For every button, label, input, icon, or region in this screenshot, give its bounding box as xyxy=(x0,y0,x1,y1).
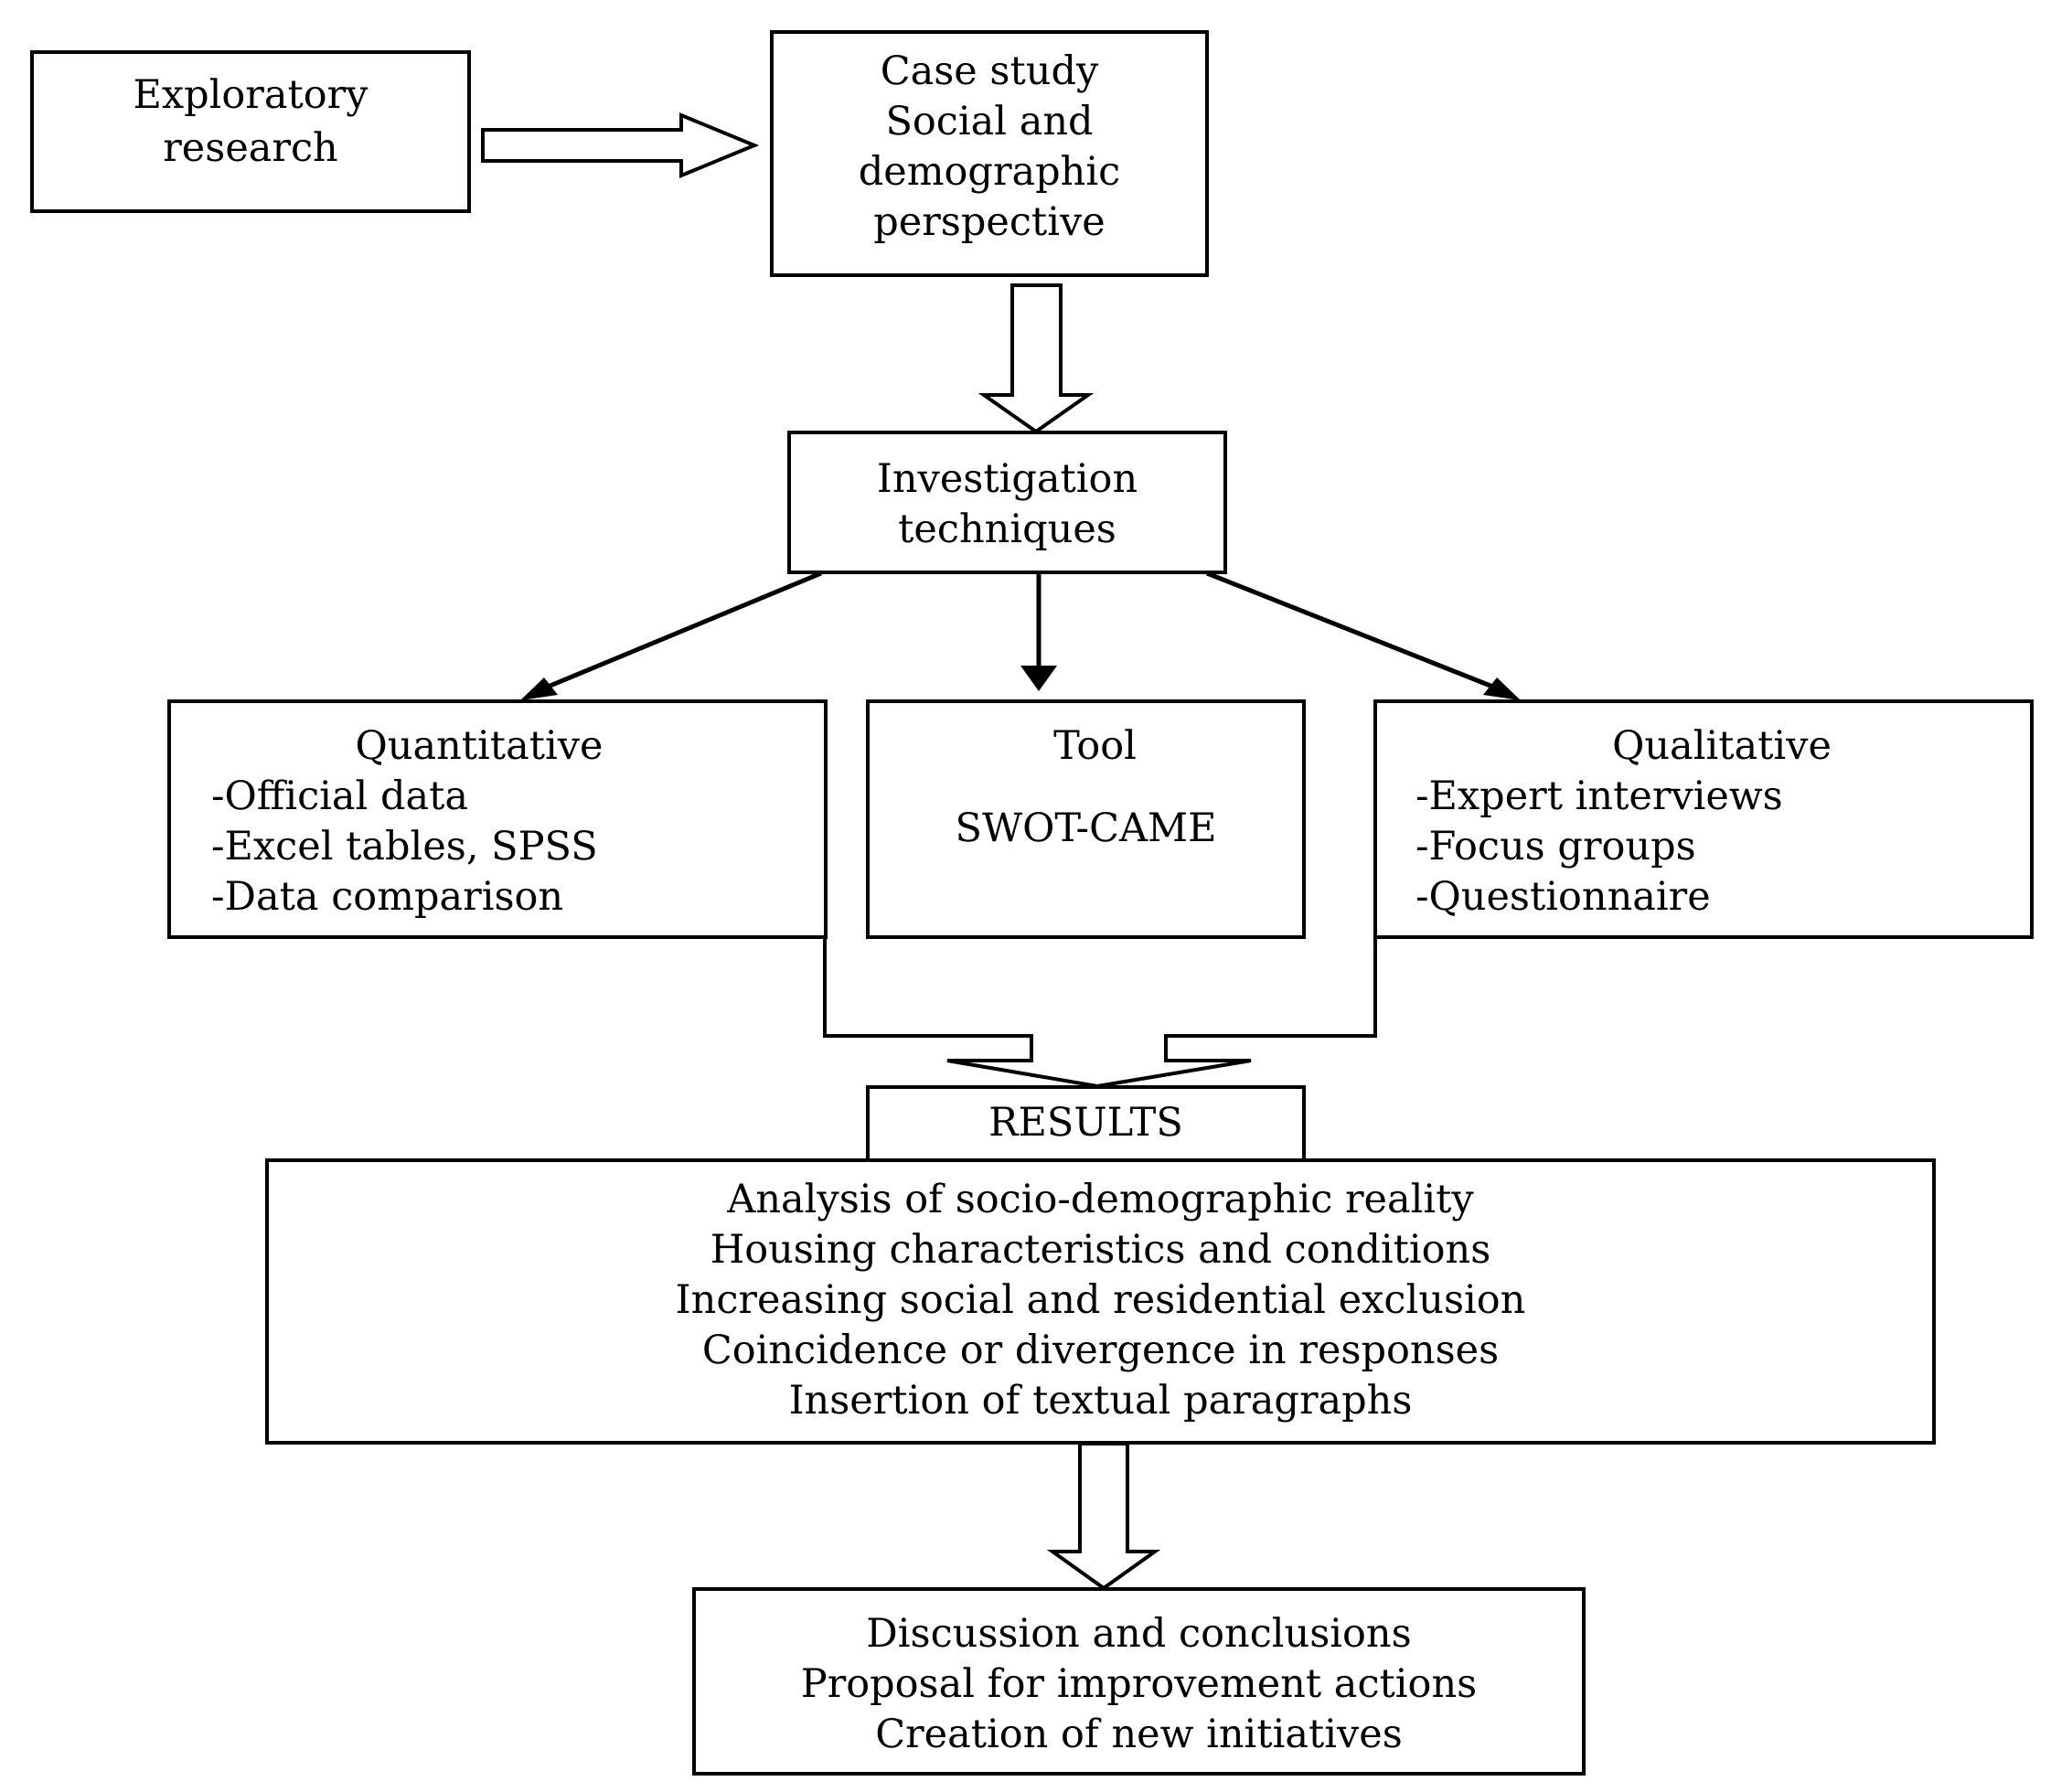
quantitative-item-2: -Excel tables, SPSS xyxy=(211,824,598,869)
case-study-line-4: perspective xyxy=(873,199,1106,245)
investigation-techniques-box: Investigation techniques xyxy=(787,431,1227,574)
qualitative-box: Qualitative -Expert interviews -Focus gr… xyxy=(1373,699,2034,939)
qualitative-item-3: -Questionnaire xyxy=(1415,874,1711,920)
quantitative-item-3: -Data comparison xyxy=(211,874,564,920)
investigation-line-2: techniques xyxy=(898,507,1116,552)
case-study-box: Case study Social and demographic perspe… xyxy=(770,30,1209,277)
qualitative-item-1: -Expert interviews xyxy=(1415,773,1783,819)
results-line-2: Housing characteristics and conditions xyxy=(710,1227,1491,1273)
tool-name: SWOT-CAME xyxy=(955,805,1217,851)
arrow-results-to-discussion xyxy=(1046,1442,1161,1591)
qualitative-title: Qualitative xyxy=(1612,723,1832,769)
tool-title: Tool xyxy=(1053,723,1137,769)
quantitative-box: Quantitative -Official data -Excel table… xyxy=(167,699,828,939)
tool-box: Tool SWOT-CAME xyxy=(866,699,1306,939)
case-study-line-2: Social and xyxy=(885,99,1094,144)
discussion-line-3: Creation of new initiatives xyxy=(875,1712,1403,1757)
discussion-line-1: Discussion and conclusions xyxy=(866,1611,1412,1657)
arrow-investigation-to-quantitative-line xyxy=(540,571,822,692)
arrow-investigation-to-quantitative-head xyxy=(520,677,558,700)
results-line-5: Insertion of textual paragraphs xyxy=(788,1378,1413,1424)
results-line-4: Coincidence or divergence in responses xyxy=(701,1328,1500,1373)
discussion-box: Discussion and conclusions Proposal for … xyxy=(692,1587,1586,1776)
exploratory-line-2: research xyxy=(163,125,338,171)
arrow-case-study-to-investigation xyxy=(977,283,1095,434)
merge-line-left xyxy=(823,937,1098,1088)
results-line-1: Analysis of socio-demographic reality xyxy=(727,1177,1474,1222)
merge-line-right xyxy=(1096,937,1377,1088)
case-study-line-1: Case study xyxy=(880,48,1099,94)
results-label: RESULTS xyxy=(988,1100,1183,1146)
arrow-investigation-to-qualitative-line xyxy=(1206,571,1501,692)
quantitative-title: Quantitative xyxy=(355,723,604,769)
results-line-3: Increasing social and residential exclus… xyxy=(675,1277,1526,1323)
results-label-box: RESULTS xyxy=(866,1085,1306,1162)
arrow-exploratory-to-case-study xyxy=(481,112,760,178)
qualitative-item-2: -Focus groups xyxy=(1415,824,1696,869)
exploratory-line-1: Exploratory xyxy=(133,72,369,118)
arrow-investigation-to-tool-head xyxy=(1020,666,1057,691)
quantitative-item-1: -Official data xyxy=(211,773,469,819)
results-content-box: Analysis of socio-demographic reality Ho… xyxy=(265,1158,1936,1445)
investigation-line-1: Investigation xyxy=(876,456,1138,502)
case-study-line-3: demographic xyxy=(858,149,1121,195)
discussion-line-2: Proposal for improvement actions xyxy=(800,1661,1478,1707)
exploratory-research-box: Exploratory research xyxy=(30,50,471,213)
arrow-investigation-to-qualitative-head xyxy=(1483,677,1521,700)
